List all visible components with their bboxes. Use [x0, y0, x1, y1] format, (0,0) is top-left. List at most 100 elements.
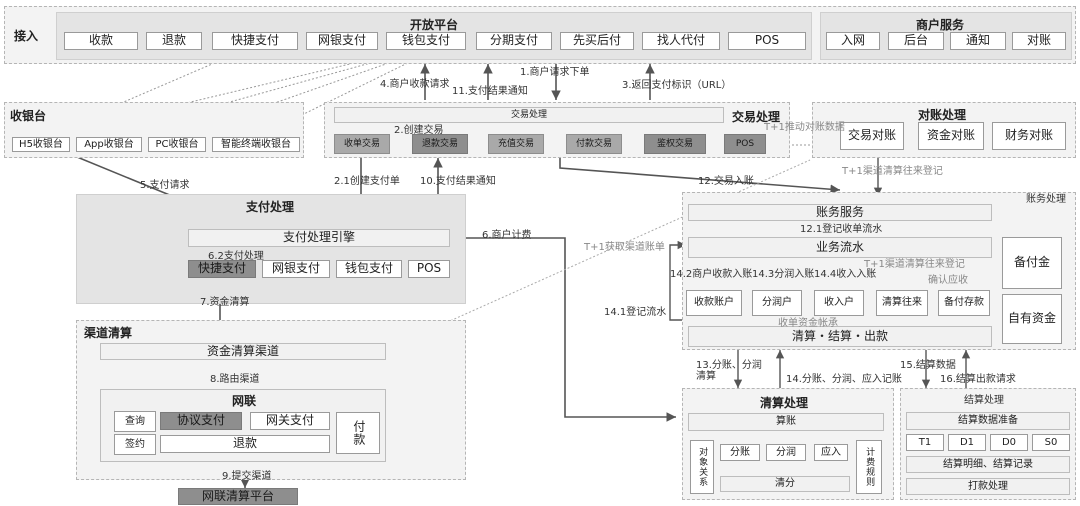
tx-acquire[interactable]: 收单交易: [334, 134, 390, 154]
payment-title: 支付处理: [246, 200, 295, 214]
flow-8: 8.路由渠道: [210, 374, 260, 385]
reconcile-title: 对账处理: [918, 108, 967, 122]
clearing-receivable[interactable]: 应入: [814, 444, 848, 461]
payment-netbank[interactable]: 网银支付: [262, 260, 330, 278]
payment-wallet[interactable]: 钱包支付: [336, 260, 402, 278]
op-item-wallet[interactable]: 钱包支付: [386, 32, 466, 50]
flow-14: 14.分账、分润、应入记账: [786, 374, 902, 385]
op-item-collect[interactable]: 收款: [64, 32, 138, 50]
netunion-gateway[interactable]: 网关支付: [250, 412, 330, 430]
tx-auth[interactable]: 鉴权交易: [644, 134, 706, 154]
transaction-title: 交易处理: [732, 110, 781, 124]
flow-6-2: 6.2支付处理: [208, 251, 264, 262]
settlement-payout[interactable]: 打款处理: [906, 478, 1070, 495]
flow-7: 7.资金清算: [200, 297, 250, 308]
acct-profit-share[interactable]: 分润户: [752, 290, 802, 316]
settlement-title: 结算处理: [964, 395, 1004, 406]
netunion-query[interactable]: 查询: [114, 411, 156, 432]
settlement-prepare: 结算数据准备: [906, 412, 1070, 430]
clearing-counterparty[interactable]: 对象关系: [690, 440, 714, 494]
op-item-pos[interactable]: POS: [728, 32, 806, 50]
accounting-flow: 业务流水: [688, 237, 992, 258]
cashier-smart-terminal[interactable]: 智能终端收银台: [212, 137, 300, 152]
merchant-item-onboard[interactable]: 入网: [826, 32, 880, 50]
accounting-service: 账务服务: [688, 204, 992, 221]
reconcile-finance[interactable]: 财务对账: [992, 122, 1066, 150]
op-item-quickpay[interactable]: 快捷支付: [212, 32, 298, 50]
clearing-profit[interactable]: 分润: [766, 444, 806, 461]
settlement-s0[interactable]: S0: [1032, 434, 1070, 451]
flow-4: 4.商户收款请求: [380, 79, 450, 90]
payment-quickpay[interactable]: 快捷支付: [188, 260, 256, 278]
cashier-h5[interactable]: H5收银台: [12, 137, 70, 152]
tx-recharge[interactable]: 充值交易: [488, 134, 544, 154]
open-platform-title: 开放平台: [410, 18, 459, 32]
op-item-proxy-pay[interactable]: 找人代付: [642, 32, 720, 50]
reconcile-trade[interactable]: 交易对账: [840, 122, 904, 150]
settlement-t1[interactable]: T1: [906, 434, 944, 451]
cashier-pc[interactable]: PC收银台: [148, 137, 206, 152]
netunion-pay[interactable]: 付款: [336, 412, 380, 454]
flow-receipt: 收单资金帐承: [778, 318, 838, 329]
reconcile-funds[interactable]: 资金对账: [918, 122, 984, 150]
acct-merchant-collect[interactable]: 收款账户: [686, 290, 742, 316]
flow-1: 1.商户请求下单: [520, 67, 590, 78]
flow-6: 6.商户计费: [482, 230, 532, 241]
flow-2: 2.创建交易: [394, 125, 444, 136]
settlement-d1[interactable]: D1: [948, 434, 986, 451]
flow-3: 3.返回支付标识（URL）: [622, 80, 732, 91]
netunion-platform: 网联清算平台: [178, 488, 298, 505]
op-item-refund[interactable]: 退款: [146, 32, 202, 50]
op-item-bnpl[interactable]: 先买后付: [560, 32, 634, 50]
flow-14-4: 14.4收入入账: [814, 269, 877, 280]
flow-9: 9.提交渠道: [222, 471, 272, 482]
clearing-title: 清算处理: [760, 396, 809, 410]
flow-t1-channel-2: T+1渠道清算往来登记: [864, 259, 965, 270]
flow-14-1: 14.1登记流水: [604, 307, 667, 318]
tx-payout[interactable]: 付款交易: [566, 134, 622, 154]
channel-bar: 资金清算渠道: [100, 343, 386, 360]
flow-15: 15.结算数据: [900, 360, 956, 371]
clearing-split[interactable]: 分账: [720, 444, 760, 461]
flow-t1-fetch: T+1获取渠道账单: [584, 242, 665, 253]
flow-12: 12.交易入账: [698, 176, 754, 187]
merchant-title: 商户服务: [916, 18, 965, 32]
merchant-item-backend[interactable]: 后台: [888, 32, 944, 50]
payment-engine: 支付处理引擎: [188, 229, 450, 247]
flow-confirm: 确认应收: [928, 275, 968, 286]
clearing-clear: 清分: [720, 476, 850, 492]
channel-title: 渠道清算: [84, 326, 133, 340]
accounting-title: 账务处理: [1026, 194, 1066, 205]
flow-16: 16.结算出款请求: [940, 374, 1016, 385]
flow-11: 11.支付结果通知: [452, 86, 528, 97]
op-item-installment[interactable]: 分期支付: [476, 32, 552, 50]
netunion-sign[interactable]: 签约: [114, 434, 156, 455]
tx-refund[interactable]: 退款交易: [412, 134, 468, 154]
acct-clearing-current[interactable]: 清算往来: [876, 290, 928, 316]
cashier-title: 收银台: [10, 109, 47, 123]
clearing-ledger: 算账: [688, 413, 884, 431]
merchant-item-notify[interactable]: 通知: [950, 32, 1006, 50]
acct-income[interactable]: 收入户: [814, 290, 864, 316]
netunion-title: 网联: [232, 394, 257, 408]
flow-t1-push: T+1推动对账数据: [764, 122, 845, 133]
clearing-fee-rule[interactable]: 计费规则: [856, 440, 882, 494]
flow-5: 5.支付请求: [140, 180, 190, 191]
flow-10: 10.支付结果通知: [420, 176, 496, 187]
accounting-reserve[interactable]: 备付金: [1002, 237, 1062, 289]
transaction-bar: 交易处理: [334, 107, 724, 123]
settlement-detail: 结算明细、结算记录: [906, 456, 1070, 473]
payment-zone: [76, 194, 466, 304]
netunion-protocol[interactable]: 协议支付: [160, 412, 242, 430]
merchant-item-reconcile[interactable]: 对账: [1012, 32, 1066, 50]
settlement-d0[interactable]: D0: [990, 434, 1028, 451]
accounting-own-funds[interactable]: 自有资金: [1002, 294, 1062, 344]
payment-pos[interactable]: POS: [408, 260, 450, 278]
tx-pos[interactable]: POS: [724, 134, 766, 154]
op-item-netbank[interactable]: 网银支付: [306, 32, 378, 50]
netunion-refund[interactable]: 退款: [160, 435, 330, 453]
access-label: 接入: [14, 29, 39, 43]
acct-reserve-deposit[interactable]: 备付存款: [938, 290, 990, 316]
accounting-settle-bar: 清算・结算・出款: [688, 326, 992, 347]
cashier-app[interactable]: App收银台: [76, 137, 142, 152]
